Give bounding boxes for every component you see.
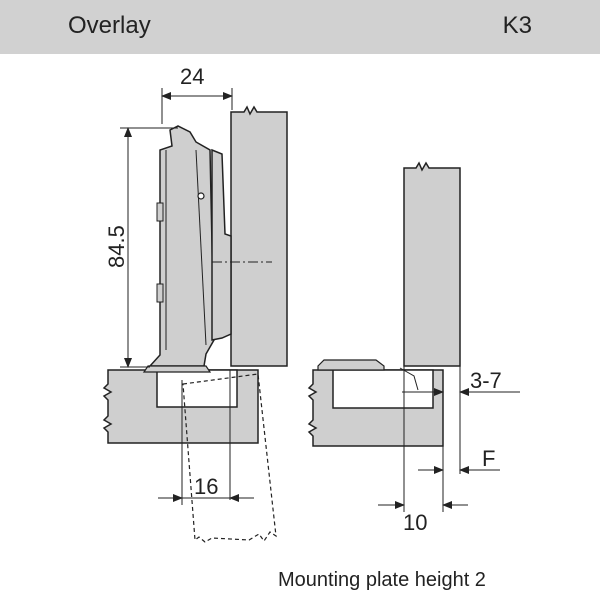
dim-top-width: 24 bbox=[180, 64, 204, 89]
header-title: Overlay bbox=[68, 12, 151, 39]
header-code: K3 bbox=[502, 12, 532, 39]
door-panel-left bbox=[230, 105, 288, 367]
door-panel-right bbox=[403, 161, 461, 367]
caption: Mounting plate height 2 bbox=[278, 569, 486, 591]
dim-plate-offset: 10 bbox=[403, 510, 427, 535]
mounting-plate-right bbox=[317, 359, 385, 371]
hinge-arm bbox=[148, 125, 215, 367]
hinge-cup bbox=[211, 148, 232, 341]
dim-bore-distance: 16 bbox=[194, 474, 218, 499]
mounting-plate-left bbox=[142, 365, 212, 373]
cup-recess-left bbox=[156, 369, 238, 408]
header-bar: Overlay K3 bbox=[0, 0, 600, 54]
dim-f: F bbox=[482, 446, 495, 471]
cup-recess-right bbox=[332, 369, 434, 409]
door-swing-outline bbox=[182, 373, 277, 543]
hinge-pivot bbox=[197, 192, 205, 200]
dim-height: 84.5 bbox=[104, 225, 129, 268]
dim-gap: 3-7 bbox=[470, 368, 502, 393]
